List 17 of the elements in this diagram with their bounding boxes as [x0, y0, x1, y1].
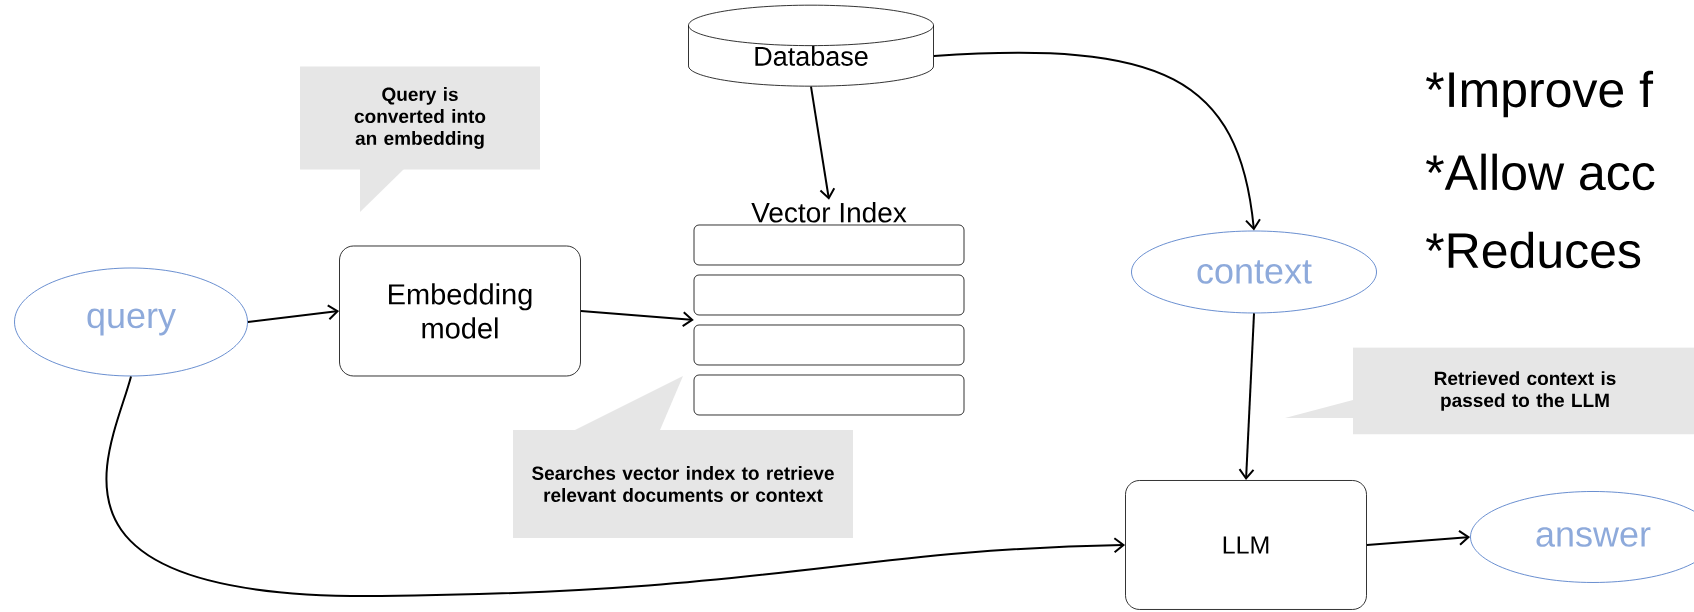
- bullet-point: *Allow acc: [1426, 153, 1655, 191]
- arrow: [246, 304, 340, 323]
- process-box: Embedding model: [339, 245, 581, 377]
- bullet-point: *Improve f: [1426, 70, 1654, 118]
- bullet-point: *Reduces: [1426, 231, 1641, 269]
- arrow: [105, 375, 1126, 597]
- callout: Searches vector index to retrieve relevant documents or context: [513, 376, 853, 538]
- callout: Query is converted into an embedding: [300, 66, 540, 212]
- database-cylinder: Database: [688, 4, 934, 87]
- arrow: [1365, 529, 1471, 546]
- arrow: [810, 85, 836, 200]
- callout: Retrieved context is passed to the LLM: [1285, 347, 1694, 435]
- arrow: [579, 310, 694, 328]
- node-label: Vector Index: [751, 202, 907, 223]
- process-box: LLM: [1125, 480, 1367, 610]
- arrow: [1238, 312, 1255, 481]
- arrow: [932, 51, 1261, 231]
